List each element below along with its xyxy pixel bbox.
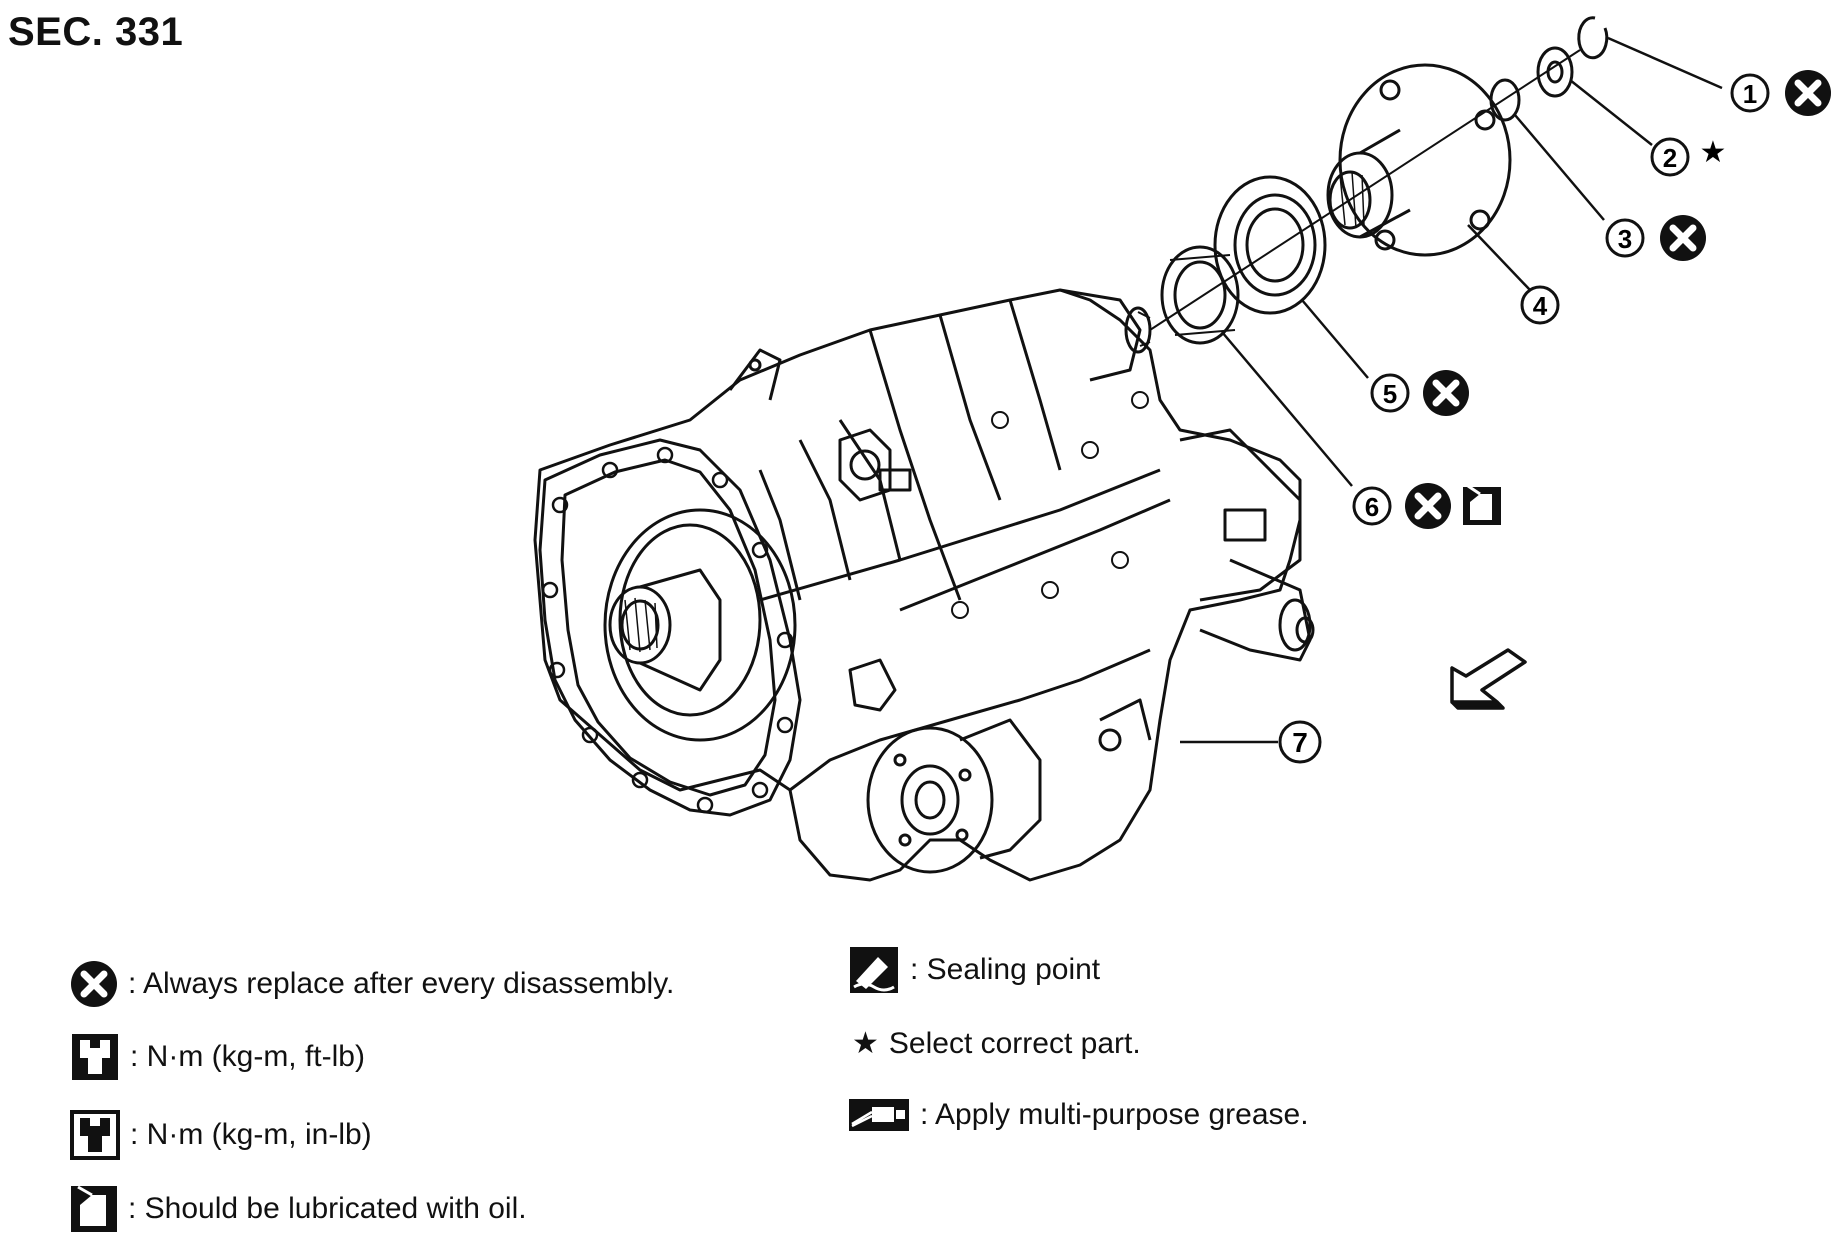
callout-3-number: 3 [1618, 224, 1632, 254]
legend-select-text: Select correct part. [888, 1026, 1141, 1060]
legend-oil: : Should be lubricated with oil. [70, 1185, 527, 1233]
replace-icon [1660, 215, 1706, 261]
oil-can-icon [1461, 484, 1503, 527]
star-icon: ★ [852, 1026, 879, 1061]
callout-4-number: 4 [1533, 291, 1548, 321]
part-5-seal [1213, 175, 1327, 315]
callout-1: 1 [1730, 70, 1831, 116]
part-6-oil-seal [1160, 245, 1240, 345]
callout-6: 6 [1352, 483, 1503, 529]
part-1-snap-ring [1577, 16, 1609, 60]
callout-1-number: 1 [1743, 79, 1757, 109]
callout-5-number: 5 [1383, 379, 1397, 409]
transfer-case-body [533, 288, 1315, 882]
callout-7-number: 7 [1292, 727, 1308, 758]
legend-grease-text: : Apply multi-purpose grease. [920, 1098, 1309, 1131]
callout-6-number: 6 [1365, 492, 1379, 522]
callout-3: 3 [1605, 215, 1706, 261]
leader-lines [1180, 36, 1723, 744]
legend-replace-text: : Always replace after every disassembly… [128, 967, 675, 1000]
oil-can-icon [71, 1185, 117, 1232]
callout-2-number: 2 [1663, 143, 1677, 173]
callout-7: 7 [1278, 720, 1322, 764]
legend-select: ★ Select correct part. [852, 1026, 1141, 1061]
legend-sealing: : Sealing point [848, 945, 1100, 995]
wrench-filled-icon [70, 1110, 120, 1160]
legend-oil-text: : Should be lubricated with oil. [128, 1192, 527, 1225]
part-2-washer [1536, 46, 1574, 98]
legend-torque-ft: : N·m (kg-m, ft-lb) [70, 1032, 365, 1082]
sealing-icon [850, 947, 898, 993]
legend-torque-in: : N·m (kg-m, in-lb) [70, 1110, 372, 1160]
replace-icon [1785, 70, 1831, 116]
replace-icon [1405, 483, 1451, 529]
part-4-companion-flange [1326, 63, 1512, 257]
exploded-parts [1149, 16, 1609, 345]
legend-sealing-text: : Sealing point [910, 953, 1101, 986]
replace-icon [71, 961, 117, 1007]
front-arrow-icon [1450, 648, 1527, 710]
legend-torque-in-text: : N·m (kg-m, in-lb) [130, 1118, 372, 1151]
callout-5: 5 [1370, 370, 1469, 416]
legend-torque-ft-text: : N·m (kg-m, ft-lb) [130, 1040, 365, 1073]
wrench-icon [72, 1034, 118, 1080]
section-title: SEC. 331 [8, 10, 184, 54]
legend-replace: : Always replace after every disassembly… [70, 960, 674, 1008]
callouts: 1 2 ★ 3 4 5 [1278, 70, 1831, 764]
callout-2: 2 ★ [1650, 135, 1727, 177]
part-3-o-ring [1489, 78, 1521, 122]
star-icon: ★ [1700, 135, 1727, 170]
grease-gun-icon [849, 1099, 909, 1131]
replace-icon [1423, 370, 1469, 416]
callout-4: 4 [1520, 285, 1560, 325]
legend-grease: : Apply multi-purpose grease. [848, 1098, 1309, 1132]
